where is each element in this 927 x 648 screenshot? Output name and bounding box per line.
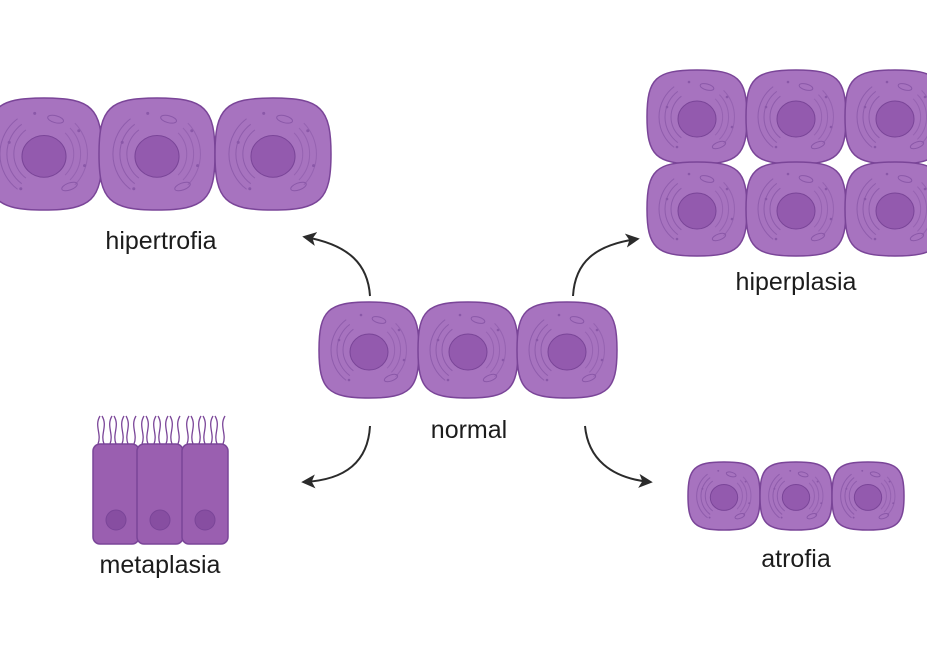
label-hiperplasia: hiperplasia <box>735 268 857 296</box>
nucleus <box>781 483 811 511</box>
nucleus <box>875 100 915 138</box>
normal-cell <box>318 301 420 399</box>
hipertrofia-cell <box>214 97 332 211</box>
nucleus <box>448 333 488 371</box>
nucleus <box>134 134 180 178</box>
nucleus <box>853 483 883 511</box>
atrofia-cell <box>831 461 905 531</box>
nucleus <box>776 100 816 138</box>
atrofia-cell <box>759 461 833 531</box>
arrow-to-hiperplasia <box>572 233 640 297</box>
nucleus <box>250 134 296 178</box>
nucleus <box>677 192 717 230</box>
normal-cell <box>516 301 618 399</box>
hiperplasia-cell <box>844 69 927 165</box>
hiperplasia-cell <box>646 69 748 165</box>
arrows <box>301 232 653 489</box>
hiperplasia-cells <box>646 69 927 257</box>
nucleus <box>547 333 587 371</box>
nucleus <box>709 483 739 511</box>
normal-cells <box>318 301 618 399</box>
atrofia-cell <box>687 461 761 531</box>
metaplasia-cell <box>92 415 140 545</box>
label-metaplasia: metaplasia <box>99 551 221 579</box>
nucleus <box>21 134 67 178</box>
label-normal: normal <box>430 416 508 444</box>
nucleus <box>677 100 717 138</box>
nucleus <box>349 333 389 371</box>
hipertrofia-cell <box>0 97 103 211</box>
hiperplasia-cell <box>646 161 748 257</box>
arrow-to-atrofia <box>584 425 653 488</box>
nucleus <box>875 192 915 230</box>
label-atrofia: atrofia <box>761 545 831 573</box>
hiperplasia-cell <box>844 161 927 257</box>
metaplasia-cell <box>181 415 229 545</box>
atrofia-cells <box>687 461 905 531</box>
normal-cell <box>417 301 519 399</box>
label-hipertrofia: hipertrofia <box>105 227 217 255</box>
hipertrofia-cell <box>98 97 216 211</box>
metaplasia-cells <box>92 415 229 545</box>
arrow-to-hipertrofia <box>302 232 371 297</box>
hipertrofia-cells <box>0 97 332 211</box>
metaplasia-cell <box>136 415 184 545</box>
nucleus <box>776 192 816 230</box>
hiperplasia-cell <box>745 69 847 165</box>
arrow-to-metaplasia <box>301 425 371 489</box>
hiperplasia-cell <box>745 161 847 257</box>
